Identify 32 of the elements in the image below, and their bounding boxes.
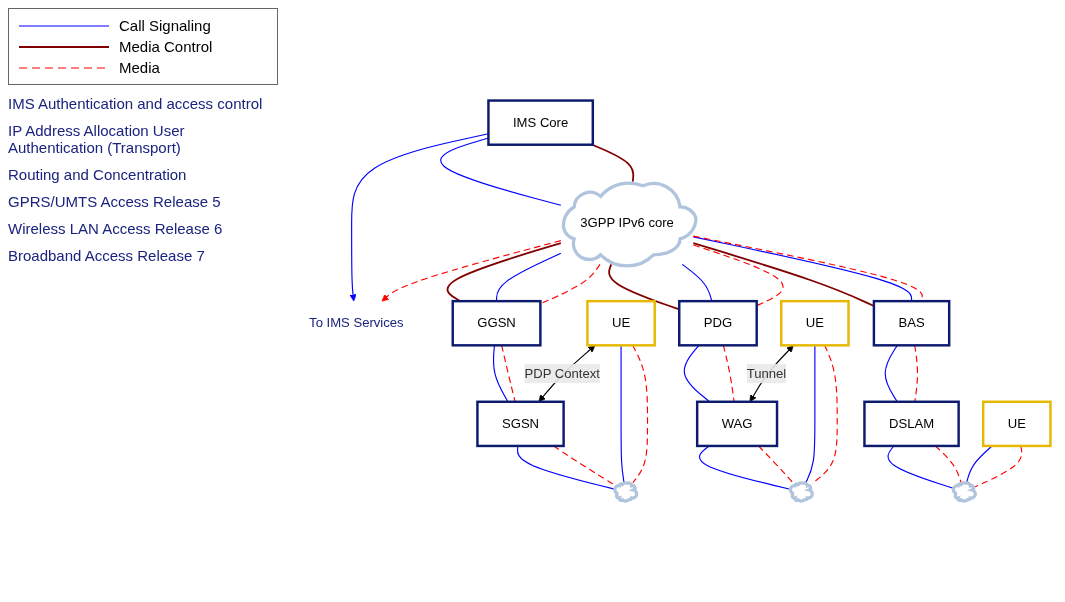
annotation-text: IP Address Allocation User Authentication (Transport) xyxy=(8,122,186,156)
node-box: UE xyxy=(780,300,850,347)
node-box: DSLAM xyxy=(863,400,960,448)
node-box: PDG xyxy=(678,300,758,347)
node-box: SGSN xyxy=(476,400,565,448)
node-box: IMS Core xyxy=(487,99,595,147)
legend-label: Media Control xyxy=(119,38,213,55)
node-box: UE xyxy=(981,400,1052,448)
connector xyxy=(681,263,713,302)
annotation-text: GPRS/UMTS Access Release 5 xyxy=(8,193,222,210)
node-text: To IMS Services xyxy=(309,316,404,330)
connector xyxy=(591,144,635,183)
legend-label: Call Signaling xyxy=(119,17,211,34)
node-cloud xyxy=(951,481,977,503)
connector xyxy=(440,137,562,206)
node-cloud xyxy=(788,481,814,503)
arrow xyxy=(349,133,489,302)
node-box: WAG xyxy=(695,400,779,448)
annotation-text: Wireless LAN Access Release 6 xyxy=(8,220,224,237)
connector xyxy=(692,244,784,307)
arrow xyxy=(381,240,562,302)
annotation-text: Broadband Access Release 7 xyxy=(8,247,206,264)
edge-label: PDP Context xyxy=(524,366,600,381)
annotation-text: IMS Authentication and access control xyxy=(8,95,264,112)
annotation-text: Routing and Concentration xyxy=(8,166,188,183)
edge-label: Tunnel xyxy=(746,366,787,381)
legend-label: Media xyxy=(119,59,160,76)
node-box: UE xyxy=(586,300,656,347)
connector xyxy=(496,252,562,302)
node-box: BAS xyxy=(872,300,951,347)
node-box: GGSN xyxy=(451,300,542,347)
node-cloud xyxy=(613,481,639,503)
